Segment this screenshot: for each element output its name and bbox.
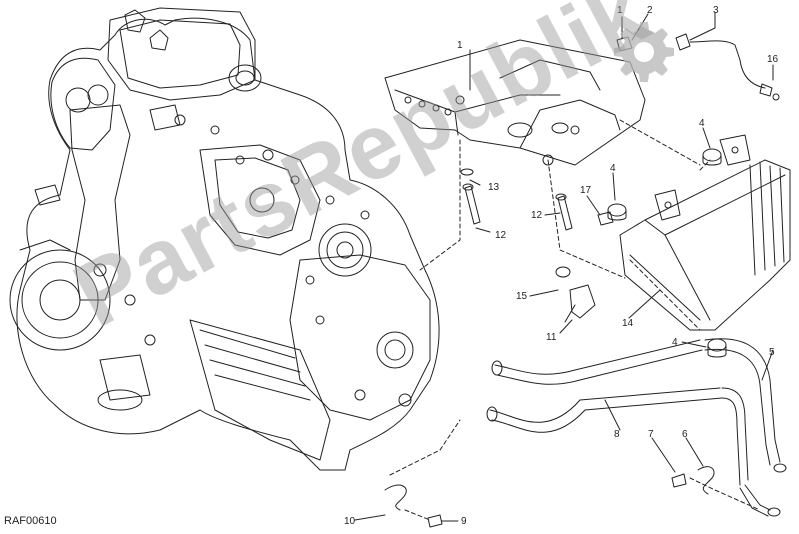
callout-7: 7 xyxy=(648,429,654,440)
oil-cooler xyxy=(619,134,791,331)
pipe-clips xyxy=(384,466,715,528)
callout-3: 3 xyxy=(713,5,719,16)
callout-1: 1 xyxy=(457,40,463,51)
dashed-assembly-lines xyxy=(389,119,761,521)
callout-8: 8 xyxy=(614,429,620,440)
oil-pipes xyxy=(486,338,787,517)
callout-12b: 12 xyxy=(495,230,507,241)
fasteners xyxy=(460,168,596,323)
reference-code: RAF00610 xyxy=(4,515,57,527)
callout-4c: 4 xyxy=(672,337,678,348)
callout-1b: 1 xyxy=(617,5,623,16)
callout-10: 10 xyxy=(344,516,356,527)
callout-11: 11 xyxy=(546,332,557,343)
gear-icon xyxy=(614,22,674,82)
callout-5: 5 xyxy=(769,347,775,358)
callout-16: 16 xyxy=(767,54,779,65)
callout-6: 6 xyxy=(682,429,688,440)
callout-14: 14 xyxy=(622,318,634,329)
oil-cooler-bracket xyxy=(384,39,646,166)
callout-13: 13 xyxy=(488,182,500,193)
callout-labels: 1 1 2 3 16 4 4 17 13 12 12 15 11 14 4 5 … xyxy=(344,5,779,527)
callout-12a: 12 xyxy=(531,210,543,221)
callout-4a: 4 xyxy=(699,118,705,129)
callout-2: 2 xyxy=(647,5,653,16)
callout-15: 15 xyxy=(516,291,528,302)
rubber-grommets xyxy=(597,148,727,358)
callout-17: 17 xyxy=(580,185,592,196)
callout-4b: 4 xyxy=(610,163,616,174)
leader-lines xyxy=(354,12,774,522)
callout-9: 9 xyxy=(461,516,467,527)
engine-assembly xyxy=(9,7,440,471)
